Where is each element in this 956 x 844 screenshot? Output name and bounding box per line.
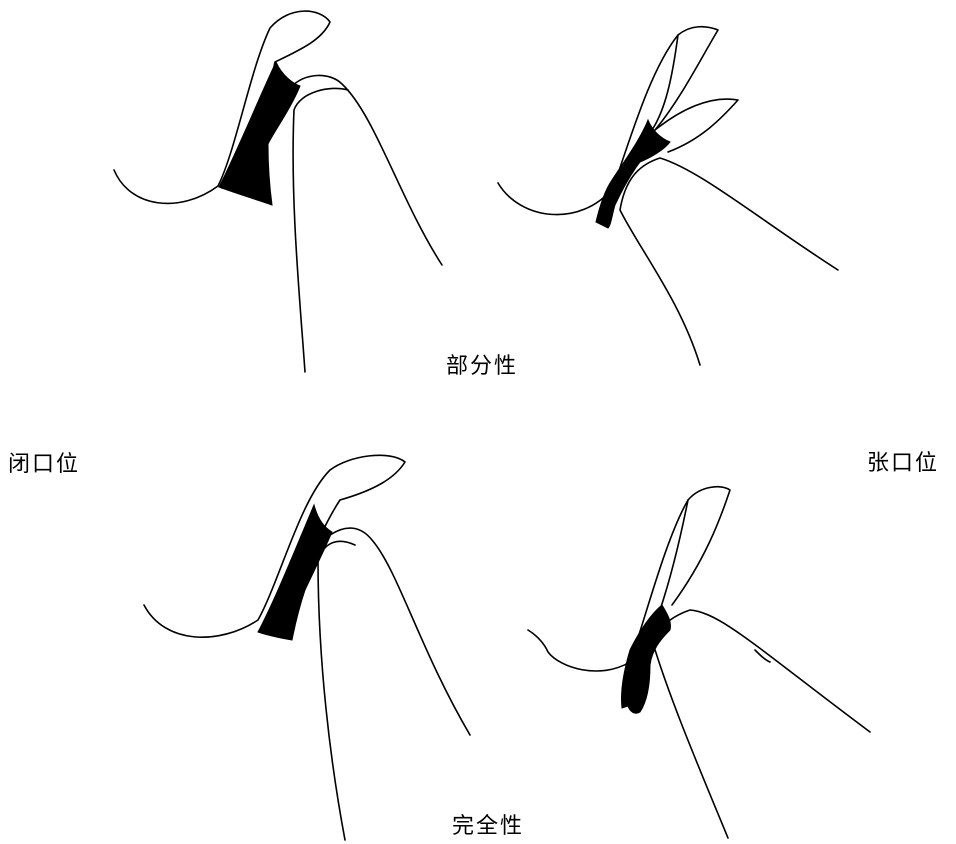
disc-shape (219, 62, 300, 205)
caption-complete: 完全性 (452, 816, 524, 838)
panel-partial-open (498, 27, 838, 365)
disc-shape (596, 120, 670, 228)
condyle-outline (652, 610, 870, 838)
disc-shape (258, 505, 332, 640)
caption-partial: 部分性 (446, 356, 518, 378)
condyle-outline-inner (293, 88, 348, 372)
condyle-notch (755, 650, 770, 662)
condyle-outline (620, 158, 838, 365)
condyle-outline-outer (330, 528, 470, 735)
condyle-outline-inner (318, 541, 355, 840)
articular-fossa-outline (114, 11, 330, 203)
articular-fossa-outline (528, 487, 730, 671)
caption-open-mouth: 张口位 (867, 453, 939, 475)
caption-closed-mouth: 闭口位 (8, 454, 80, 476)
panel-complete-closed (144, 455, 470, 840)
panel-partial-closed (114, 11, 442, 372)
panel-complete-open (528, 487, 870, 838)
disc-shape (621, 605, 670, 713)
condyle-outline-outer (290, 75, 442, 265)
